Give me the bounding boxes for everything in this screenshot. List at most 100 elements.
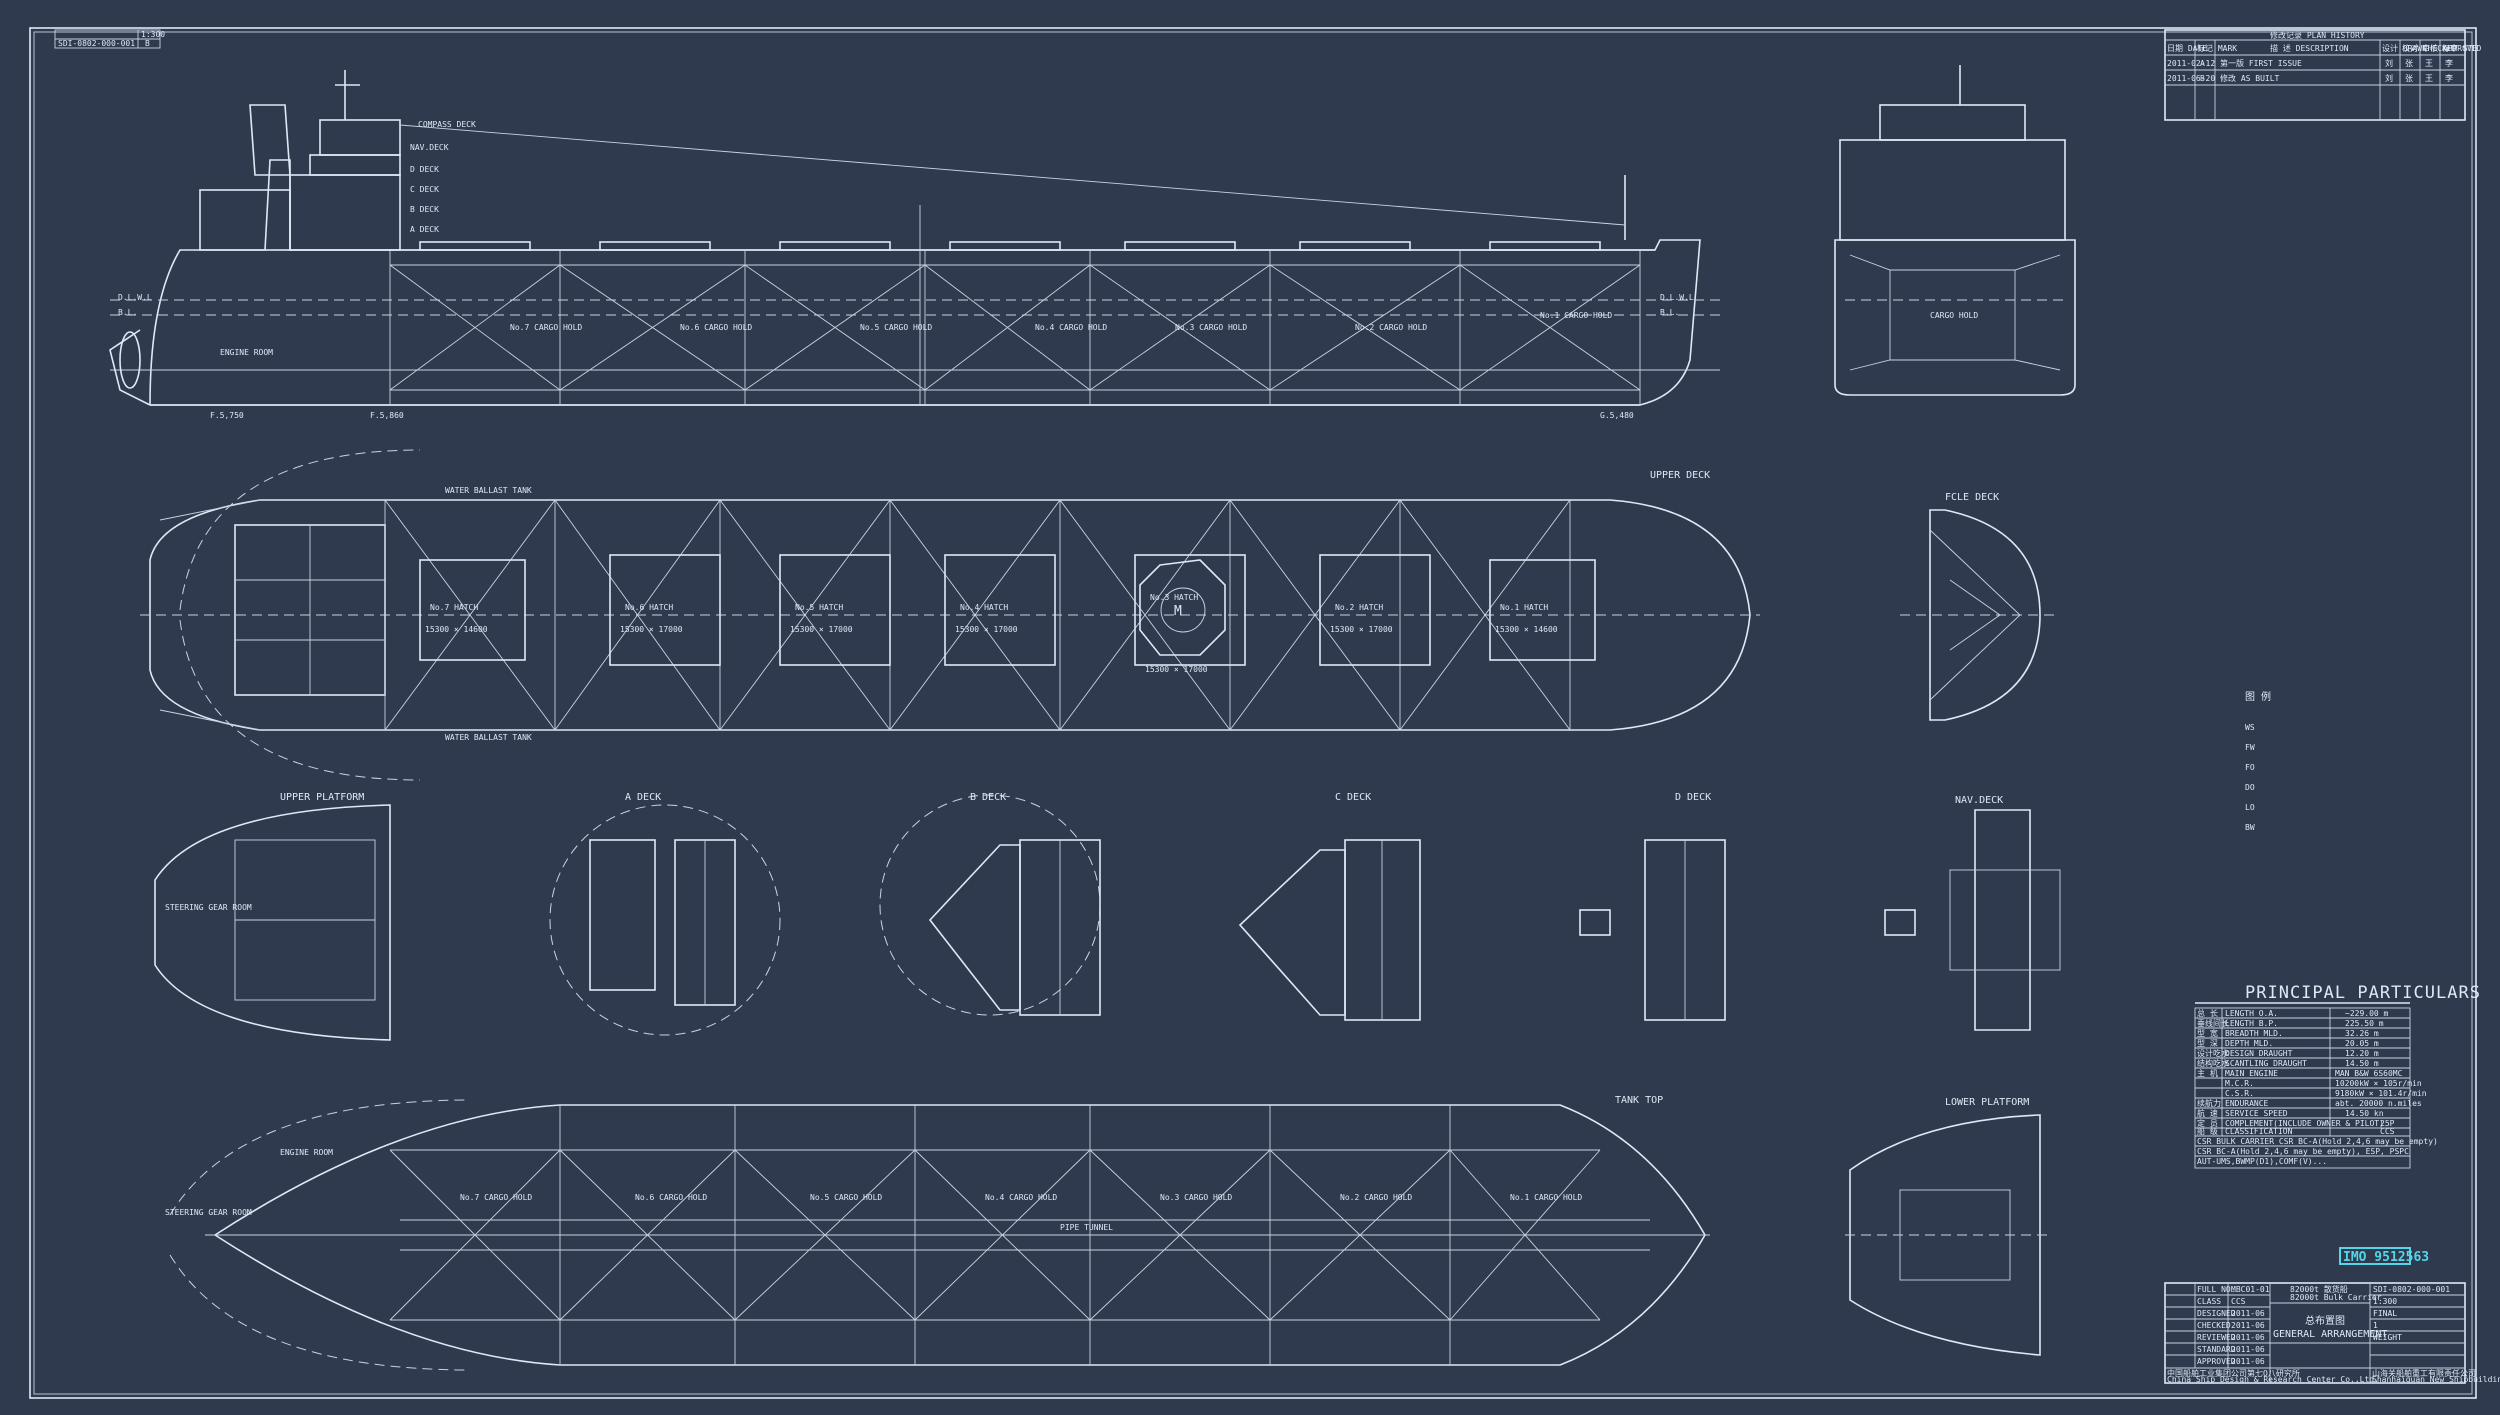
midship-cargo-hold: CARGO HOLD [1930, 311, 1978, 320]
profile-engine-room: ENGINE ROOM [220, 348, 273, 357]
marine-logo-mark: M [1174, 604, 1182, 619]
nav-deck-plan: NAV.DECK [1884, 795, 2061, 1031]
deck-hatch-5: No.5 HATCH [795, 603, 843, 612]
profile-hold-7: No.7 CARGO HOLD [510, 323, 582, 332]
stamp-code: SDI-0802-000-001 [58, 39, 135, 48]
profile-hold-3: No.3 CARGO HOLD [1175, 323, 1247, 332]
pp-r10-val: 14.50 kn [2345, 1109, 2384, 1118]
pp-r12-en: CLASSIFICATION [2225, 1127, 2293, 1136]
legend-1: WS [2245, 723, 2255, 732]
ph-r1-desc: 第一版 FIRST ISSUE [2220, 58, 2302, 68]
pp-r6-en: MAIN ENGINE [2225, 1069, 2278, 1078]
pp-r2-val: 32.26 m [2345, 1029, 2379, 1038]
tank-top-title: TANK TOP [1615, 1095, 1663, 1106]
profile-bl-label-fwd: B.L. [1660, 308, 1679, 317]
lower-platform-title: LOWER PLATFORM [1945, 1097, 2029, 1108]
tb-value-3: 2011-06 [2231, 1321, 2265, 1330]
d-deck-title: D DECK [1675, 792, 1711, 803]
tb-value-0: MBC01-01 [2231, 1285, 2270, 1294]
pp-r11-val: 25P [2380, 1119, 2395, 1128]
tb-company1: 中国船舶工业集团公司第七O八研究所 [2167, 1368, 2300, 1378]
profile-bl-label: B.L. [118, 308, 137, 317]
pp-r6-val: MAN B&W 6S60MC [2335, 1069, 2403, 1078]
ph-r1-mark: A [2200, 59, 2205, 68]
pp-r4-en: DESIGN DRAUGHT [2225, 1049, 2293, 1058]
ph-r1-drawn: 刘 [2385, 58, 2393, 68]
pp-r5-en: SCANTLING DRAUGHT [2225, 1059, 2307, 1068]
b-deck-plan: B DECK [879, 792, 1101, 1016]
deck-wbt-top: WATER BALLAST TANK [445, 486, 532, 495]
ph-r1-date: 2011-02-12 [2167, 59, 2215, 68]
pp-note-1: CSR BC-A(Hold 2,4,6 may be empty), ESP, … [2197, 1147, 2409, 1156]
upper-deck-title: UPPER DECK [1650, 470, 1710, 481]
outer-border [29, 27, 2477, 1399]
tb-label-3: CHECKED [2197, 1321, 2231, 1330]
pp-r1-cn: 垂线间长 [2197, 1018, 2229, 1028]
profile-a-deck: A DECK [410, 225, 439, 234]
legend-title: 图 例 [2245, 690, 2271, 703]
ph-r2-approved: 王 [2425, 74, 2433, 83]
profile-hold-6: No.6 CARGO HOLD [680, 323, 752, 332]
legend-2: FW [2245, 743, 2255, 752]
upper-platform-steering: STEERING GEAR ROOM [165, 903, 252, 912]
deck-wbt-bottom: WATER BALLAST TANK [445, 733, 532, 742]
pp-r10-en: SERVICE SPEED [2225, 1109, 2288, 1118]
pp-r12-cn: 船 级 [2197, 1126, 2218, 1136]
pp-r3-cn: 型 深 [2197, 1039, 2218, 1048]
profile-hold-4: No.4 CARGO HOLD [1035, 323, 1107, 332]
legend-3: FO [2245, 763, 2255, 772]
tank-steering: STEERING GEAR ROOM [165, 1208, 252, 1217]
c-deck-plan: C DECK [1238, 792, 1421, 1021]
upper-platform-plan: UPPER PLATFORM STEERING GEAR ROOM [154, 792, 391, 1041]
pp-r11-en: COMPLEMENT(INCLUDE OWNER & PILOT) [2225, 1119, 2384, 1128]
tb-label-4: REVIEWED [2197, 1333, 2236, 1342]
deck-hatch-2: No.2 HATCH [1335, 603, 1383, 612]
fcle-deck-plan: FCLE DECK [1900, 492, 2060, 721]
profile-wl-label-fwd: D.L.W.L [1660, 293, 1694, 302]
hatch-size-5: 15300 × 17000 [790, 625, 853, 634]
profile-c-deck: C DECK [410, 185, 439, 194]
deck-hatch-1: No.1 HATCH [1500, 603, 1548, 612]
profile-hold-2: No.2 CARGO HOLD [1355, 323, 1427, 332]
profile-mark-fwd: G.5,480 [1600, 411, 1634, 420]
tb-sheet: 1 [2373, 1321, 2378, 1330]
tb-project-en: 82000t Bulk Carrier [2290, 1293, 2382, 1302]
profile-hold-1: No.1 CARGO HOLD [1540, 311, 1612, 320]
profile-mark-mid: F.5,860 [370, 411, 404, 420]
ph-r2-std: 李 [2445, 73, 2453, 83]
tank-hold-7: No.7 CARGO HOLD [460, 1193, 532, 1202]
ph-h-desc: 描 述 DESCRIPTION [2270, 43, 2349, 53]
profile-d-deck: D DECK [410, 165, 439, 174]
hatch-size-3: 15300 × 17000 [1145, 665, 1208, 674]
tb-value-4: 2011-06 [2231, 1333, 2265, 1342]
pp-r11-cn: 定 员 [2197, 1118, 2218, 1128]
legend-6: BW [2245, 823, 2255, 832]
pp-r1-val: 225.50 m [2345, 1019, 2384, 1028]
hatch-size-1: 15300 × 14600 [1495, 625, 1558, 634]
stamp-scale: 1:300 [141, 30, 165, 39]
ph-r2-mark: B [2200, 74, 2205, 83]
pp-title: PRINCIPAL PARTICULARS [2245, 983, 2481, 1003]
ph-r2-checked: 张 [2405, 74, 2413, 83]
deck-hatch-4: No.4 HATCH [960, 603, 1008, 612]
profile-view: No.7 CARGO HOLD No.6 CARGO HOLD No.5 CAR… [109, 70, 1720, 420]
inner-border [33, 31, 2473, 1395]
pp-r7-en: M.C.R. [2225, 1079, 2254, 1088]
tb-company2-en: Shanhaiguan New Shipbuilding Industry Co… [2372, 1375, 2500, 1384]
ph-r1-std: 李 [2445, 58, 2453, 68]
pp-rows: 总 长 LENGTH O.A. ~229.00 m 垂线间长 LENGTH B.… [2197, 1008, 2438, 1166]
pp-note-2: AUT-UMS,BWMP(D1),COMF(V)... [2197, 1157, 2327, 1166]
pp-r6-cn: 主 机 [2197, 1068, 2218, 1078]
c-deck-title: C DECK [1335, 792, 1371, 803]
imo-number: IMO 9512563 [2343, 1250, 2429, 1265]
pp-r3-val: 20.05 m [2345, 1039, 2379, 1048]
profile-compass-deck: COMPASS DECK [418, 120, 476, 129]
tb-drawing-en: GENERAL ARRANGEMENT [2273, 1329, 2387, 1340]
ph-h-approved: 审核 APPROVED [2422, 43, 2482, 53]
a-deck-title: A DECK [625, 792, 661, 803]
pp-r8-val: 9180kW × 101.4r/min [2335, 1089, 2427, 1098]
deck-hatch-7: No.7 HATCH [430, 603, 478, 612]
pp-r5-cn: 结构吃水 [2197, 1058, 2229, 1068]
pp-r12-val: CCS [2380, 1127, 2395, 1136]
tb-label-5: STANDARD [2197, 1345, 2236, 1354]
